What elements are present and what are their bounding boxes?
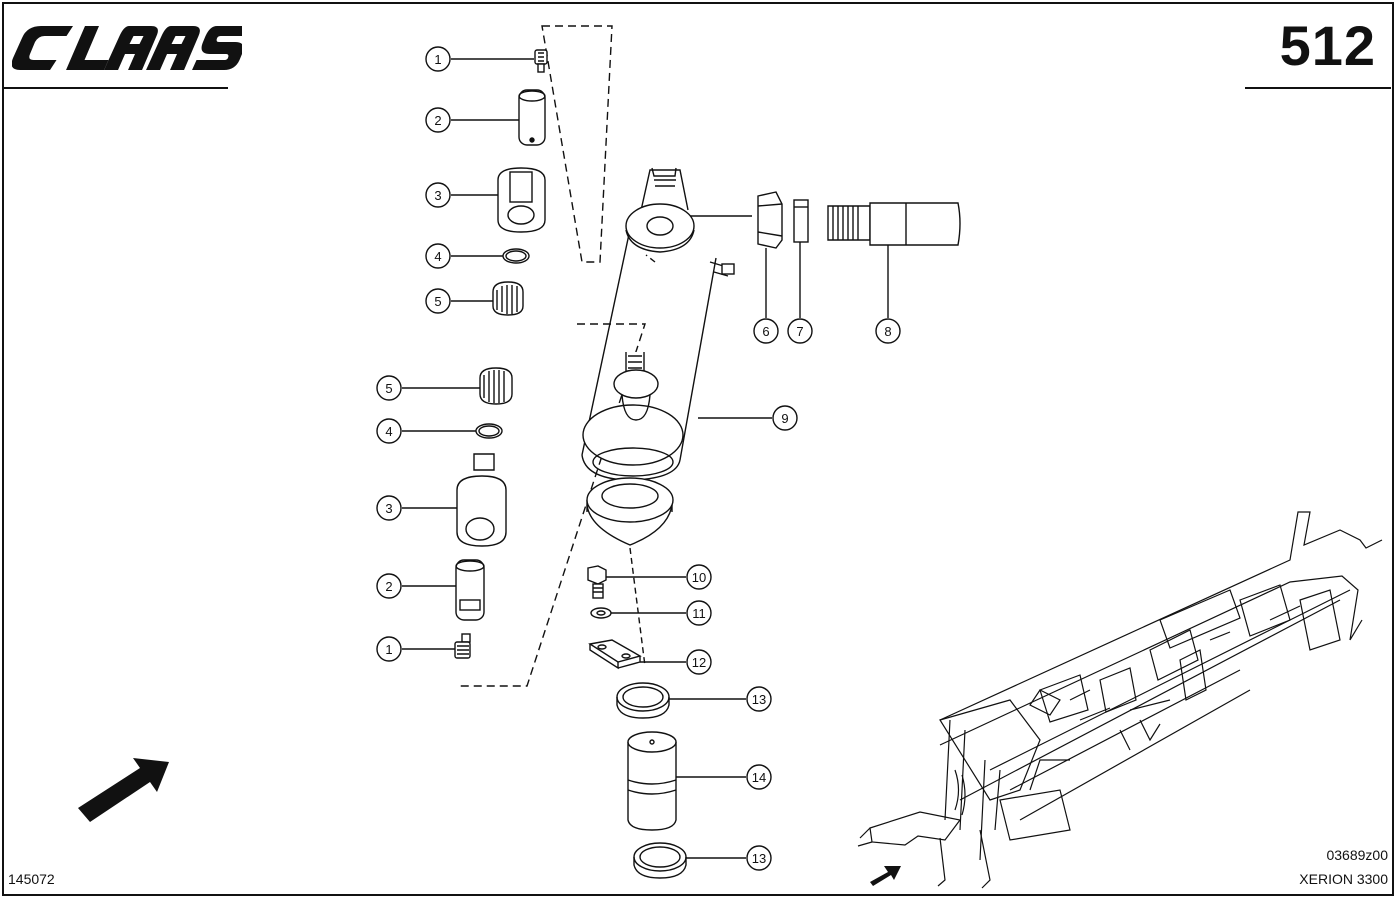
callout-4-upper: 4 bbox=[425, 243, 451, 269]
svg-text:14: 14 bbox=[752, 770, 766, 785]
part-13-lower-seal-ring bbox=[633, 842, 687, 879]
logo-underline bbox=[4, 87, 228, 89]
svg-text:9: 9 bbox=[781, 411, 788, 426]
callout-10: 10 bbox=[686, 564, 712, 590]
callout-11: 11 bbox=[686, 600, 712, 626]
callout-8: 8 bbox=[875, 318, 901, 344]
callout-3-lower: 3 bbox=[376, 495, 402, 521]
callout-6: 6 bbox=[753, 318, 779, 344]
callout-leader-lines bbox=[402, 58, 889, 859]
page-number: 512 bbox=[1279, 14, 1376, 77]
svg-text:3: 3 bbox=[434, 188, 441, 203]
callout-1-lower: 1 bbox=[376, 636, 402, 662]
svg-text:4: 4 bbox=[434, 249, 441, 264]
svg-text:7: 7 bbox=[796, 324, 803, 339]
svg-text:10: 10 bbox=[692, 570, 706, 585]
callout-1-upper: 1 bbox=[425, 46, 451, 72]
drawing-id: 03689z00 bbox=[1326, 847, 1388, 863]
callout-13-upper: 13 bbox=[746, 686, 772, 712]
frame-overview-drawing bbox=[857, 511, 1383, 889]
frame-arrow-icon bbox=[870, 866, 901, 886]
page-number-underline bbox=[1245, 87, 1391, 89]
part-7-spacer-washer bbox=[793, 199, 809, 243]
part-14-bearing-sleeve bbox=[627, 731, 677, 831]
part-4-upper-o-ring bbox=[502, 248, 530, 264]
svg-text:1: 1 bbox=[385, 642, 392, 657]
callout-2-upper: 2 bbox=[425, 107, 451, 133]
part-8-pivot-pin bbox=[827, 202, 961, 246]
part-3-lower-bushing bbox=[456, 453, 507, 547]
callout-2-lower: 2 bbox=[376, 573, 402, 599]
callout-5-lower: 5 bbox=[376, 375, 402, 401]
part-6-nut bbox=[757, 191, 783, 249]
svg-text:11: 11 bbox=[692, 606, 706, 621]
claas-logo bbox=[12, 26, 242, 70]
part-10-bolt bbox=[587, 565, 607, 599]
callout-5-upper: 5 bbox=[425, 288, 451, 314]
svg-text:5: 5 bbox=[385, 381, 392, 396]
svg-text:3: 3 bbox=[385, 501, 392, 516]
part-13-upper-seal-ring bbox=[616, 682, 670, 719]
callout-4-lower: 4 bbox=[376, 418, 402, 444]
svg-text:12: 12 bbox=[692, 655, 706, 670]
upper-fitting-assembly-boundary bbox=[541, 25, 613, 263]
svg-text:5: 5 bbox=[434, 294, 441, 309]
part-12-lock-plate bbox=[588, 639, 642, 670]
assembly-guide-lines bbox=[629, 254, 656, 667]
callout-9: 9 bbox=[772, 405, 798, 431]
svg-text:13: 13 bbox=[752, 692, 766, 707]
part-9-hydraulic-cylinder bbox=[581, 167, 735, 546]
callout-13-lower: 13 bbox=[746, 845, 772, 871]
part-11-washer bbox=[590, 607, 612, 619]
part-1-upper-grease-nipple bbox=[534, 49, 548, 73]
direction-arrow-icon bbox=[78, 758, 169, 822]
part-5-upper-cap bbox=[492, 281, 524, 316]
part-2-lower-pin bbox=[455, 559, 485, 621]
svg-text:1: 1 bbox=[434, 52, 441, 67]
svg-text:2: 2 bbox=[385, 579, 392, 594]
callout-12: 12 bbox=[686, 649, 712, 675]
callout-3-upper: 3 bbox=[425, 182, 451, 208]
part-5-lower-cap bbox=[479, 367, 513, 405]
svg-text:6: 6 bbox=[762, 324, 769, 339]
callout-14: 14 bbox=[746, 764, 772, 790]
part-1-lower-grease-nipple bbox=[454, 633, 471, 659]
document-number: 145072 bbox=[8, 871, 55, 887]
part-4-lower-o-ring bbox=[475, 423, 503, 439]
svg-text:8: 8 bbox=[884, 324, 891, 339]
callout-7: 7 bbox=[787, 318, 813, 344]
lower-fitting-assembly-boundary bbox=[458, 323, 646, 687]
part-3-upper-bushing bbox=[497, 167, 546, 233]
svg-text:4: 4 bbox=[385, 424, 392, 439]
svg-text:13: 13 bbox=[752, 851, 766, 866]
part-2-upper-pin bbox=[518, 89, 546, 146]
model-name: XERION 3300 bbox=[1299, 871, 1388, 887]
svg-text:2: 2 bbox=[434, 113, 441, 128]
